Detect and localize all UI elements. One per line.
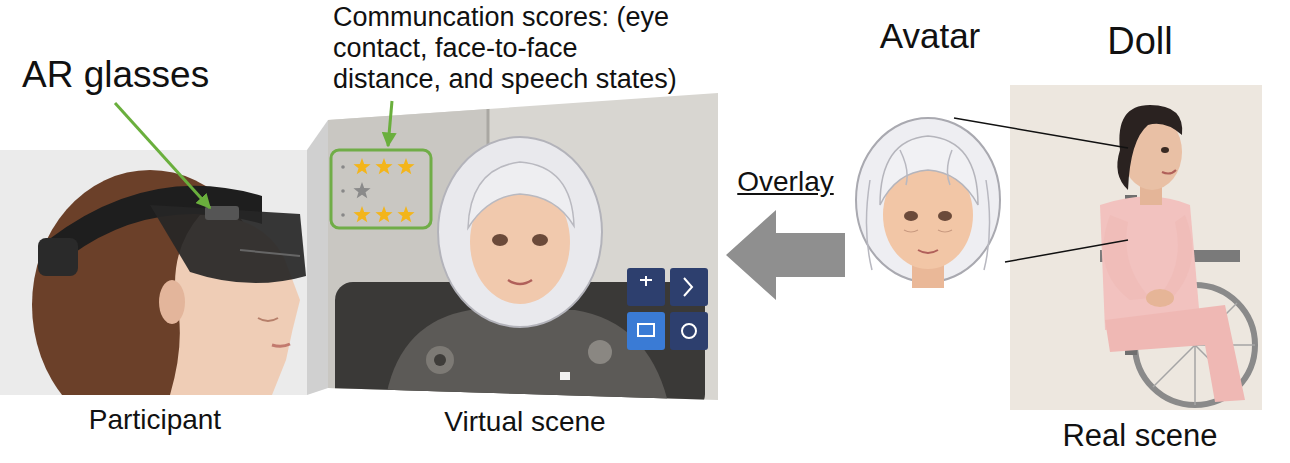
callout-label: Communcation scores: (eye contact, face-… [333,2,685,95]
node-caption: Virtual scene [444,406,605,438]
virtual-scene-picture [328,93,718,412]
callout-label: AR glasses [22,54,209,97]
node-caption: Participant [89,404,221,436]
virtual-scene-panel: Virtual scene [328,93,718,400]
overlay-arrow [726,210,845,300]
node-caption: Avatar [880,16,981,56]
correspondence-line [954,118,1128,148]
correspondence-line [1005,240,1128,262]
participant-photo: Participant [0,150,307,395]
node-caption: Doll [1107,20,1172,64]
node-caption: Real scene [1062,418,1217,454]
participant-photo [0,150,307,395]
avatar-figure: Avatar [855,118,1005,290]
edge-label: Overlay [735,166,835,198]
doll-photo: DollReal scene [1128,85,1262,410]
leader-arrow [388,101,392,146]
view-wedge [307,120,328,395]
avatar-head [856,118,1000,288]
leader-arrow [115,103,210,208]
